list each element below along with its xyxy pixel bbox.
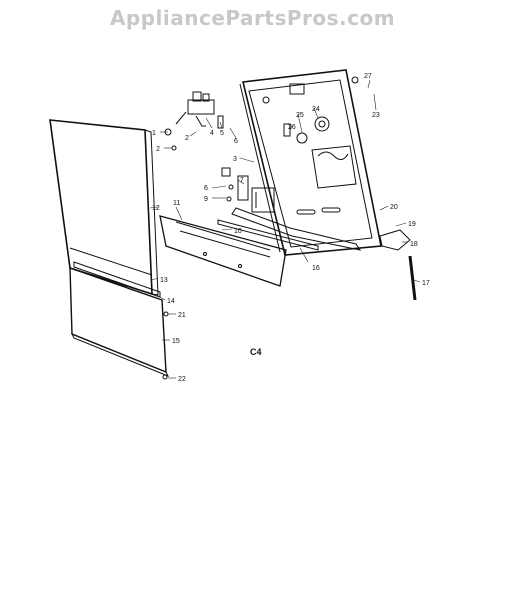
callout-18: 18 (410, 241, 418, 248)
gasket-strip (217, 219, 319, 251)
callout-labels: 1 2 2 3 4 5 6 6 7 9 10 11 12 13 14 15 16… (152, 73, 430, 383)
callout-3: 3 (233, 156, 237, 163)
callout-22: 22 (178, 376, 186, 383)
callout-17: 17 (422, 280, 430, 287)
callout-2: 2 (185, 135, 189, 142)
leader-lines (149, 79, 421, 379)
callout-9: 9 (204, 196, 208, 203)
diagram-code: C4 (250, 347, 262, 357)
outer-door-panel (49, 119, 159, 296)
callout-26: 26 (288, 124, 296, 131)
rod (408, 255, 417, 301)
callout-11: 11 (173, 200, 180, 207)
callout-1: 1 (152, 130, 156, 137)
callout-19: 19 (408, 221, 416, 228)
callout-24: 24 (312, 106, 320, 113)
callout-5: 5 (220, 130, 224, 137)
callout-15: 15 (172, 338, 180, 345)
callout-2: 2 (156, 146, 160, 153)
callout-7: 7 (240, 177, 244, 184)
callout-6: 6 (234, 138, 238, 145)
callout-13: 13 (160, 277, 168, 284)
callout-27: 27 (364, 73, 372, 80)
callout-23: 23 (372, 112, 380, 119)
access-panel (69, 267, 170, 377)
callout-16: 16 (312, 265, 320, 272)
watermark-text: AppliancePartsPros.com (109, 6, 396, 30)
callout-6: 6 (204, 185, 208, 192)
callout-14: 14 (167, 298, 175, 305)
callout-10: 10 (234, 228, 242, 235)
callout-12: 12 (152, 205, 160, 212)
callout-4: 4 (210, 130, 214, 137)
callout-21: 21 (178, 312, 186, 319)
door-channel (159, 215, 287, 287)
door-latch-assembly (164, 91, 224, 136)
callout-25: 25 (296, 112, 304, 119)
callout-20: 20 (390, 204, 398, 211)
inner-door-panel (231, 69, 411, 256)
mid-hardware (221, 167, 249, 202)
